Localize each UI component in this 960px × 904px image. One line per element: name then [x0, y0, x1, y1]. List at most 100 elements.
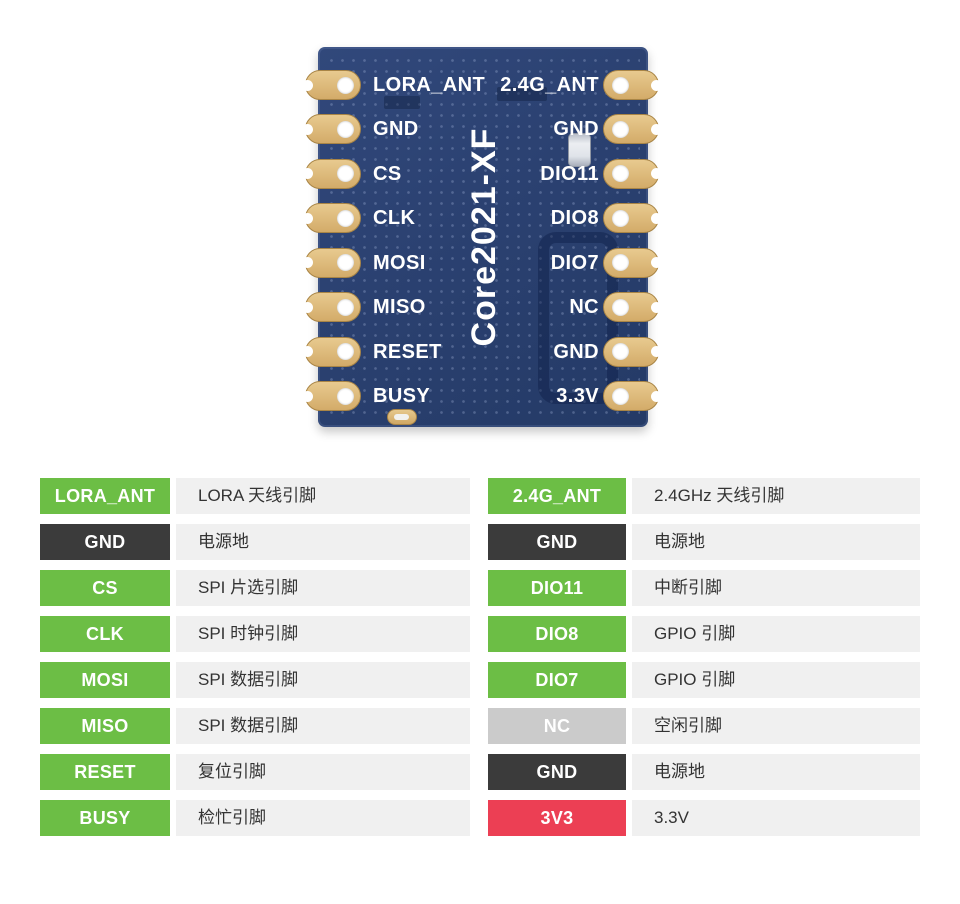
smd-component: [568, 133, 591, 167]
pin-description: 电源地: [632, 754, 920, 790]
pin-notch: [651, 346, 662, 358]
pin-pad-right: [603, 203, 662, 234]
pin-hole: [337, 387, 354, 405]
pin-pad-right: [603, 114, 662, 145]
pin-silkscreen-label: GND: [553, 340, 599, 363]
pin-description: GPIO 引脚: [632, 616, 920, 652]
pin-description: 中断引脚: [632, 570, 920, 606]
pin-notch: [651, 212, 662, 224]
pin-hole: [337, 120, 354, 138]
pin-description: SPI 数据引脚: [176, 708, 470, 744]
antenna-pad-shadow: [497, 87, 547, 101]
pin-notch: [651, 390, 662, 402]
pin-badge: GND: [488, 524, 626, 560]
module-title: Core2021-XF: [465, 127, 503, 347]
pin-description: LORA 天线引脚: [176, 478, 470, 514]
antenna-pad-shadow: [384, 96, 420, 109]
pin-badge: NC: [488, 708, 626, 744]
pin-silkscreen-label: DIO11: [540, 162, 599, 185]
pin-notch: [302, 168, 313, 180]
pin-hole: [612, 343, 629, 361]
bottom-castellated-pad: [387, 409, 417, 425]
pin-silkscreen-label: DIO8: [550, 207, 599, 230]
pin-badge: LORA_ANT: [40, 478, 170, 514]
pin-pad-right: [603, 247, 662, 278]
pin-notch: [302, 79, 313, 91]
pin-badge: DIO11: [488, 570, 626, 606]
pin-badge: DIO7: [488, 662, 626, 698]
pin-pad-right: [603, 70, 662, 100]
pin-pad-left: [302, 158, 361, 189]
pin-silkscreen-label: LORA_ANT: [373, 74, 486, 96]
pin-notch: [302, 301, 313, 313]
pin-pad-left: [302, 381, 361, 411]
pin-hole: [612, 165, 629, 183]
pin-description: SPI 时钟引脚: [176, 616, 470, 652]
pin-hole: [612, 120, 629, 138]
pin-hole: [612, 76, 629, 94]
pin-notch: [302, 212, 313, 224]
pin-badge: 3V3: [488, 800, 626, 836]
pin-silkscreen-label: NC: [569, 296, 599, 319]
pin-silkscreen-label: GND: [373, 118, 419, 141]
pin-notch: [651, 79, 662, 91]
pin-pad-left: [302, 70, 361, 100]
pin-hole: [337, 76, 354, 94]
pin-hole: [612, 387, 629, 405]
pin-description: 复位引脚: [176, 754, 470, 790]
pin-silkscreen-label: MOSI: [373, 251, 426, 274]
pin-notch: [651, 168, 662, 180]
pin-silkscreen-label: 2.4G_ANT: [500, 74, 599, 96]
pin-badge: MISO: [40, 708, 170, 744]
pin-pad-left: [302, 203, 361, 234]
pin-silkscreen-label: CLK: [373, 207, 416, 230]
pin-notch: [302, 123, 313, 135]
pin-hole: [612, 254, 629, 272]
pin-pad-right: [603, 381, 662, 411]
pin-notch: [302, 346, 313, 358]
pin-pad-right: [603, 336, 662, 367]
pin-hole: [337, 165, 354, 183]
pin-hole: [337, 298, 354, 316]
pin-notch: [651, 301, 662, 313]
pin-silkscreen-label: CS: [373, 162, 402, 185]
pin-pad-right: [603, 158, 662, 189]
pin-description: GPIO 引脚: [632, 662, 920, 698]
pin-hole: [337, 209, 354, 227]
pin-description: 2.4GHz 天线引脚: [632, 478, 920, 514]
pin-badge: GND: [488, 754, 626, 790]
pin-description: 检忙引脚: [176, 800, 470, 836]
pin-description: 空闲引脚: [632, 708, 920, 744]
pin-description: SPI 片选引脚: [176, 570, 470, 606]
pin-badge: CS: [40, 570, 170, 606]
pin-badge: DIO8: [488, 616, 626, 652]
pin-silkscreen-label: DIO7: [550, 251, 599, 274]
pin-hole: [337, 254, 354, 272]
pin-hole: [612, 209, 629, 227]
pin-pad-right: [603, 292, 662, 323]
pin-silkscreen-label: 3.3V: [556, 385, 599, 407]
pin-silkscreen-label: RESET: [373, 340, 442, 363]
pin-badge: RESET: [40, 754, 170, 790]
pin-badge: 2.4G_ANT: [488, 478, 626, 514]
pin-description: SPI 数据引脚: [176, 662, 470, 698]
pin-notch: [302, 257, 313, 269]
